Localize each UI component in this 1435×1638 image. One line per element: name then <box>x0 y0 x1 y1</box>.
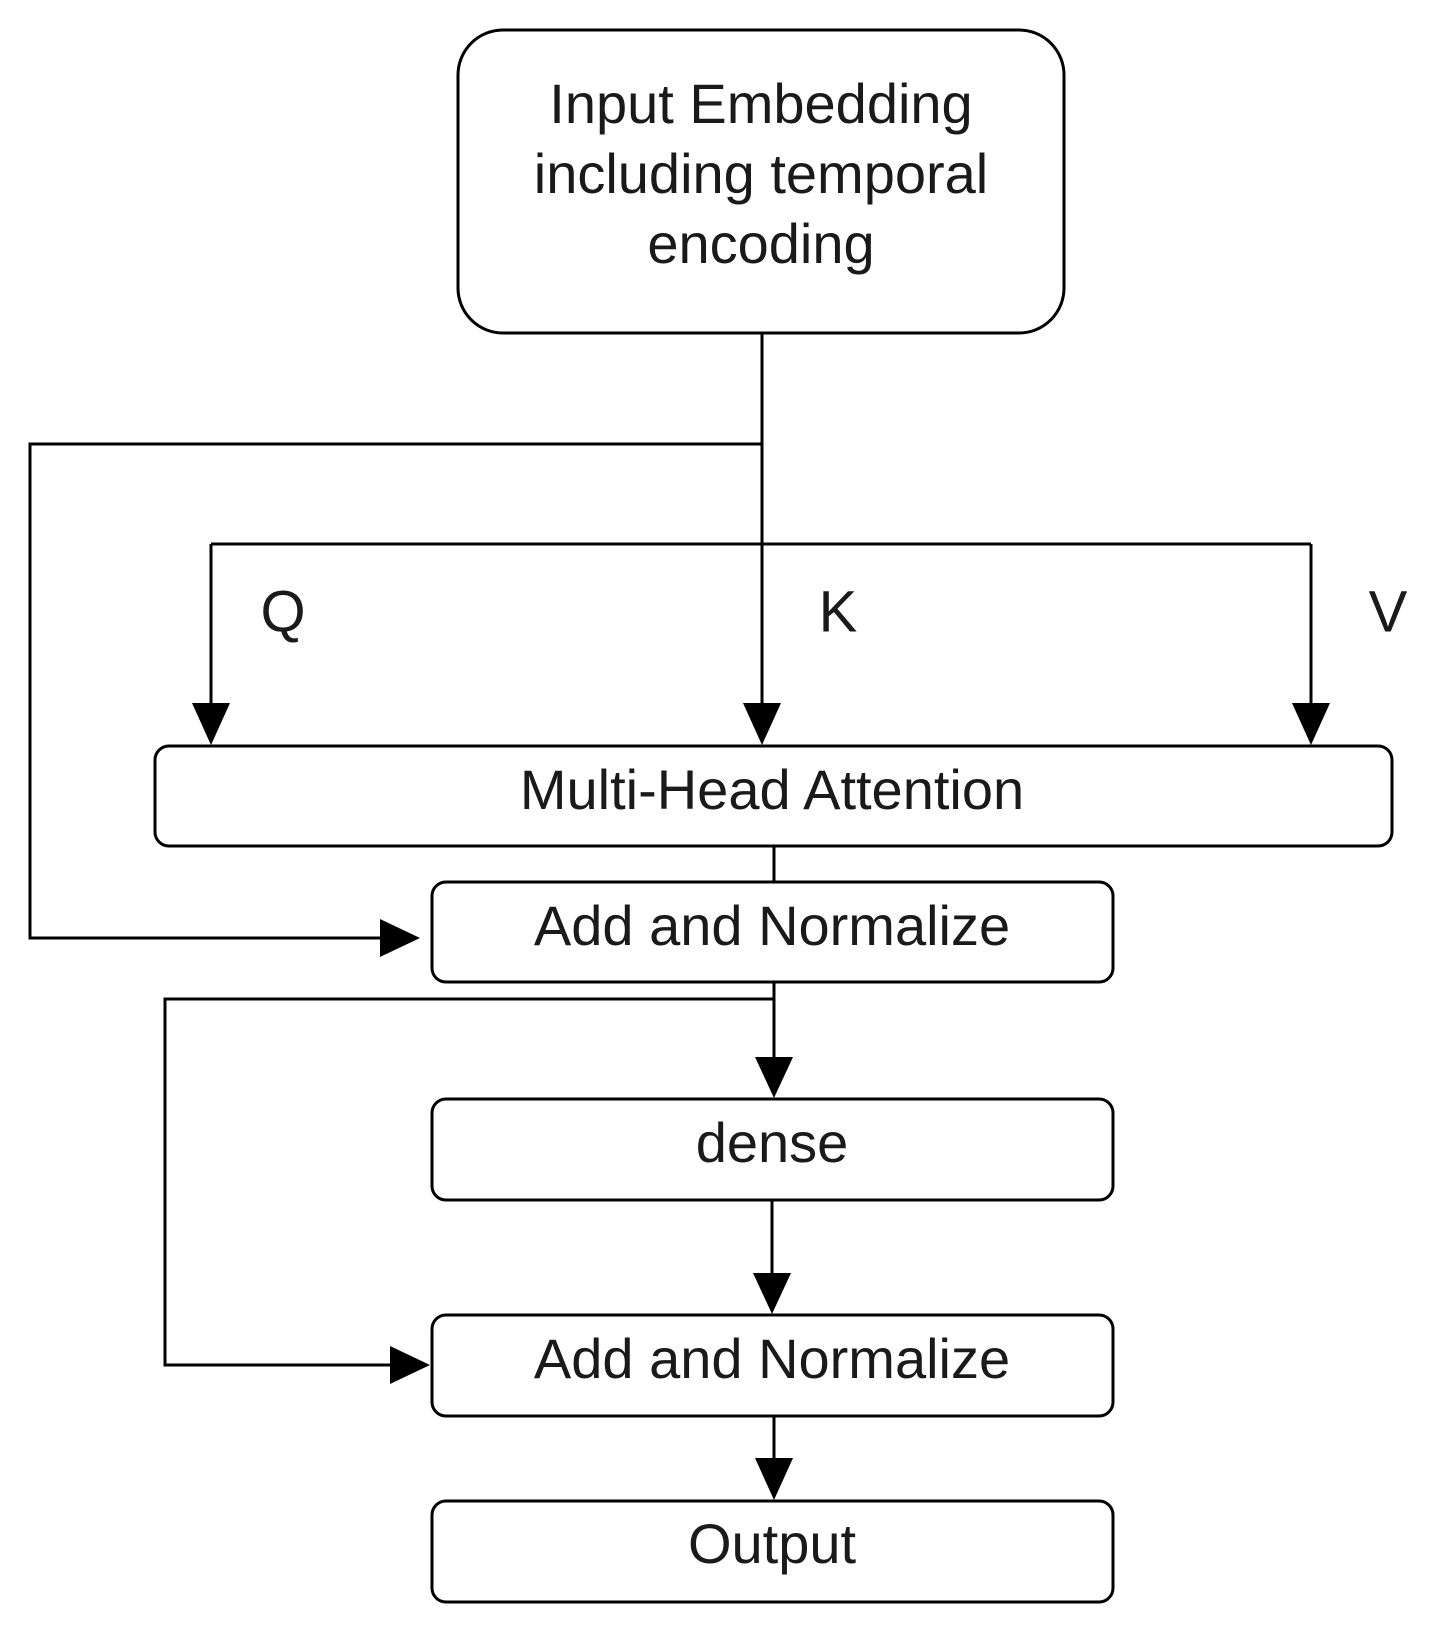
node-output: Output <box>430 1499 1115 1604</box>
input-embedding-line-3: encoding <box>647 212 874 275</box>
arrowhead-addnorm2 <box>753 1273 791 1314</box>
arrowhead-q <box>192 703 230 745</box>
arrowhead-k <box>743 703 781 745</box>
arrowhead-v <box>1292 703 1330 745</box>
node-input-embedding: Input Embedding including temporal encod… <box>456 28 1066 335</box>
add-normalize-1-label: Add and Normalize <box>534 894 1010 957</box>
edge-residual-1 <box>28 442 762 940</box>
edge-label-k: K <box>819 579 858 644</box>
arrowhead-output <box>755 1458 793 1500</box>
arrowhead-residual-1 <box>380 919 420 957</box>
add-normalize-2-label: Add and Normalize <box>534 1327 1010 1390</box>
node-add-normalize-1: Add and Normalize <box>430 880 1115 984</box>
arrowhead-residual-2 <box>390 1346 430 1384</box>
input-embedding-line-1: Input Embedding <box>549 72 972 135</box>
node-dense: dense <box>430 1097 1115 1202</box>
arrowhead-dense <box>755 1057 793 1098</box>
edge-label-v: V <box>1369 579 1408 644</box>
dense-label: dense <box>696 1111 849 1174</box>
input-embedding-line-2: including temporal <box>534 142 988 205</box>
multi-head-attention-label: Multi-Head Attention <box>520 758 1024 821</box>
node-multi-head-attention: Multi-Head Attention <box>153 744 1394 848</box>
node-add-normalize-2: Add and Normalize <box>430 1313 1115 1418</box>
edge-label-q: Q <box>260 579 305 644</box>
edge-residual-2 <box>163 997 774 1367</box>
output-label: Output <box>688 1512 857 1575</box>
